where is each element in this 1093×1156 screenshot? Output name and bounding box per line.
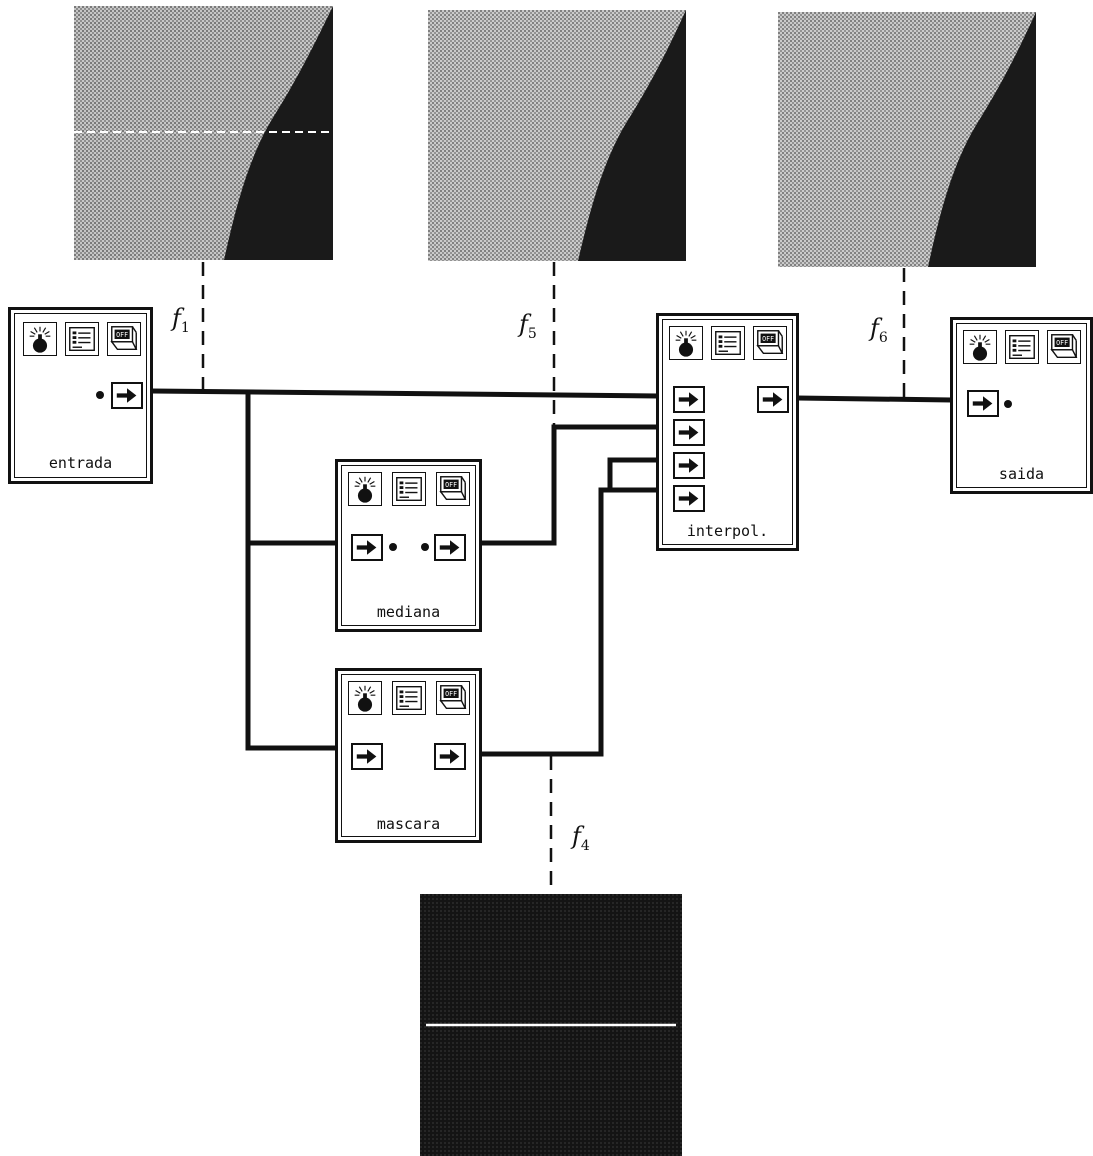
input-port-arrow-icon[interactable] [351,743,383,770]
panel-icon[interactable] [392,681,426,715]
svg-text:OFF: OFF [1056,339,1068,347]
output-port-arrow-icon[interactable] [434,743,466,770]
node-label: mascara [376,815,441,833]
port-connector-dot [421,543,429,551]
probe-f6-label: f6 [870,314,888,346]
panel-icon[interactable] [392,472,426,506]
wire-entrada-interpol1 [151,388,659,399]
off-switch-icon[interactable]: OFF [436,681,470,715]
bomb-icon[interactable] [23,322,57,356]
svg-text:OFF: OFF [762,335,774,343]
node-mediana[interactable]: OFF mediana [335,459,482,632]
off-switch-icon[interactable]: OFF [436,472,470,506]
output-port-arrow-icon[interactable] [111,382,143,409]
input-port-2-arrow-icon[interactable] [673,419,705,446]
off-switch-icon[interactable]: OFF [107,322,141,356]
bomb-icon[interactable] [963,330,997,364]
image-f4-mask [420,894,682,1156]
input-port-1-arrow-icon[interactable] [673,386,705,413]
panel-icon[interactable] [711,326,745,360]
bomb-icon[interactable] [669,326,703,360]
wire-mascara-interpol3 [607,457,658,490]
panel-icon[interactable] [65,322,99,356]
off-switch-icon[interactable]: OFF [753,326,787,360]
wire-entrada-mascara [245,391,336,751]
wire-mascara-interpol4 [481,487,658,757]
output-port-arrow-icon[interactable] [434,534,466,561]
node-entrada[interactable]: OFF entrada [8,307,153,484]
svg-text:OFF: OFF [445,690,457,698]
wire-mediana-interpol2 [481,424,658,546]
input-port-3-arrow-icon[interactable] [673,452,705,479]
probe-f5-label: f5 [519,310,537,342]
off-switch-icon[interactable]: OFF [1047,330,1081,364]
input-port-arrow-icon[interactable] [351,534,383,561]
probe-f4-label: f4 [572,822,590,854]
node-label: mediana [376,603,441,621]
output-port-arrow-icon[interactable] [757,386,789,413]
node-interpol[interactable]: OFF interpol. [656,313,799,551]
node-label: entrada [48,454,113,472]
image-f5 [428,10,686,261]
port-connector-dot [1004,400,1012,408]
node-mascara[interactable]: OFF mascara [335,668,482,843]
node-label: interpol. [686,522,769,540]
node-saida[interactable]: OFF saida [950,317,1093,494]
image-f1 [74,6,333,260]
svg-text:OFF: OFF [116,331,128,339]
bomb-icon[interactable] [348,681,382,715]
svg-text:OFF: OFF [445,481,457,489]
node-label: saida [998,465,1045,483]
port-connector-dot [389,543,397,551]
port-connector-dot [96,391,104,399]
wire-interpol-saida [796,395,953,403]
input-port-arrow-icon[interactable] [967,390,999,417]
input-port-4-arrow-icon[interactable] [673,485,705,512]
probe-f1-label: f1 [172,304,190,336]
bomb-icon[interactable] [348,472,382,506]
image-f6 [778,12,1036,267]
panel-icon[interactable] [1005,330,1039,364]
